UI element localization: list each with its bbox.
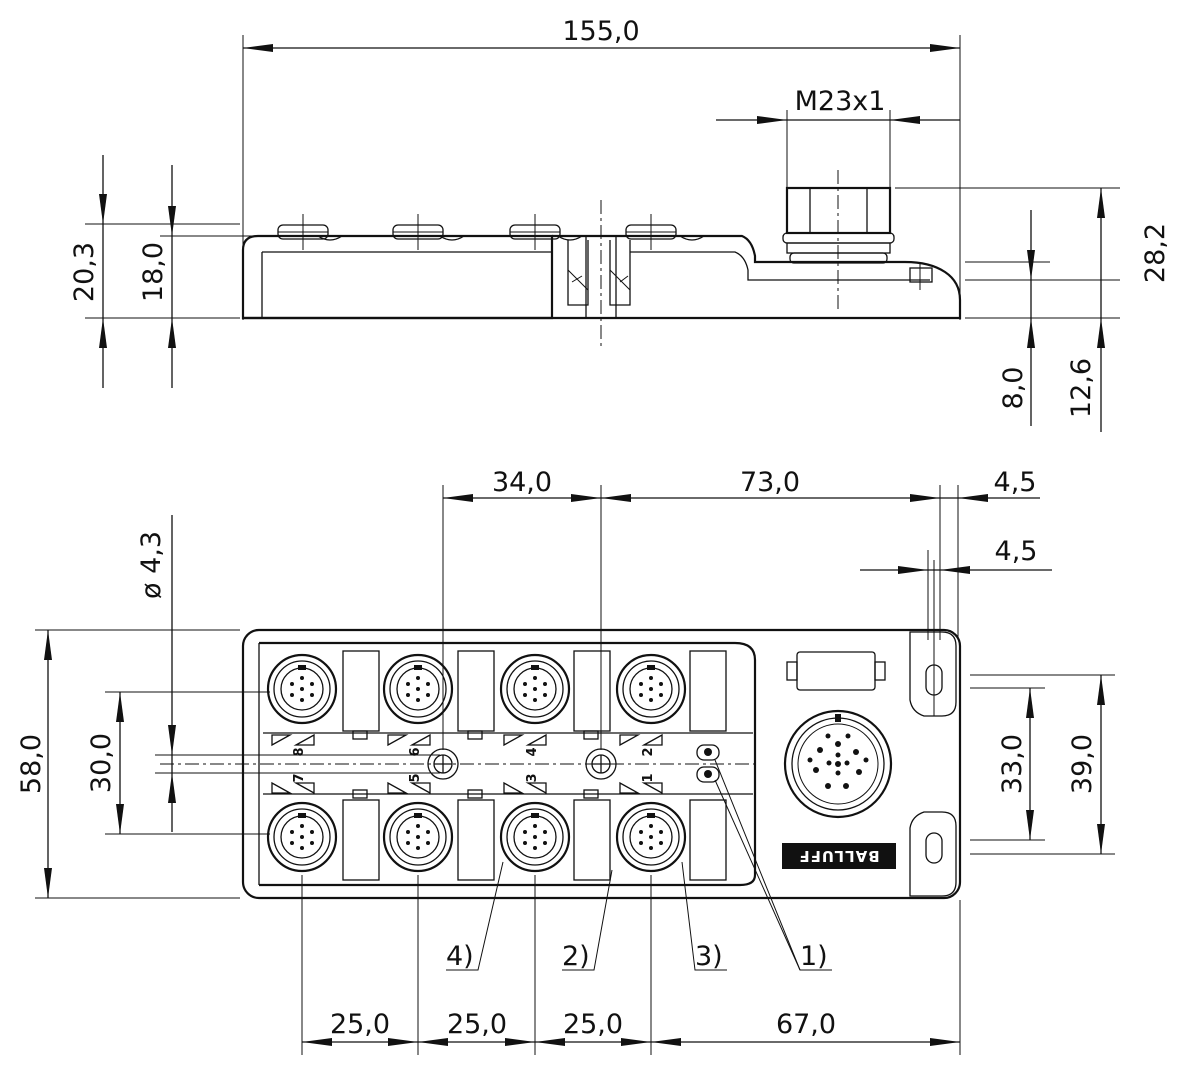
side-view-nut-2 — [392, 213, 444, 251]
label-slot — [796, 651, 876, 691]
port-number-1: 1 — [641, 773, 656, 782]
callouts: 4) 2) 3) 1) — [446, 759, 832, 972]
dim-thread: M23x1 — [716, 86, 960, 188]
dim-pitch-b-label: 25,0 — [447, 1009, 507, 1040]
dim-connector-height-label: 28,2 — [1140, 223, 1171, 283]
dim-flange-to-connector-label: 12,6 — [1066, 358, 1097, 418]
port-number-7: 7 — [292, 773, 307, 782]
side-view-nut-1 — [277, 213, 329, 251]
mounting-hole-bottom — [909, 811, 957, 897]
front-view: 8 6 4 2 7 5 3 1 — [16, 467, 1115, 1055]
dim-pitch-c-label: 25,0 — [563, 1009, 623, 1040]
dim-hole-offset-b-label: 4,5 — [995, 536, 1038, 567]
callout-2: 2) — [562, 941, 590, 972]
port-4 — [499, 653, 571, 725]
dim-hole-diameter: ø 4,3 — [136, 515, 440, 832]
dim-hole-diameter-label: ø 4,3 — [136, 531, 167, 599]
port-3 — [499, 801, 571, 873]
dim-pitch-a-label: 25,0 — [330, 1009, 390, 1040]
dim-total-height-label: 20,3 — [69, 242, 100, 302]
dim-flange-height-label: 8,0 — [998, 367, 1029, 410]
port-number-6: 6 — [408, 747, 423, 756]
dim-hole-spacing-inner-label: 33,0 — [997, 734, 1028, 794]
dim-thread-label: M23x1 — [795, 86, 886, 117]
port-number-8: 8 — [292, 747, 307, 756]
dim-bottom-pitches: 25,0 25,0 25,0 67,0 — [301, 875, 961, 1055]
m23-connector-front — [783, 709, 893, 819]
port-2 — [615, 653, 687, 725]
callout-4: 4) — [446, 941, 474, 972]
dim-body-height-label: 18,0 — [138, 242, 169, 302]
port-number-5: 5 — [408, 773, 423, 782]
port-number-4: 4 — [525, 747, 540, 756]
dim-hole-spacing: 33,0 39,0 — [970, 674, 1115, 855]
dim-hole-offset-a-label: 4,5 — [994, 467, 1037, 498]
dim-port-row-spacing-label: 30,0 — [86, 733, 117, 793]
port-number-3: 3 — [525, 773, 540, 782]
dim-hole-offset-b: 4,5 — [860, 536, 1052, 640]
status-led — [696, 744, 720, 783]
side-view-housing — [241, 234, 554, 320]
side-view: 155,0 M23x1 20,3 18,0 — [69, 16, 1171, 432]
dim-hole-spacing-outer-label: 39,0 — [1067, 734, 1098, 794]
port-5 — [382, 801, 454, 873]
dim-heights-right: 28,2 8,0 12,6 — [895, 187, 1171, 432]
m23-connector-side — [782, 170, 895, 310]
port-1 — [615, 801, 687, 873]
dim-overall-length-label: 155,0 — [562, 16, 639, 47]
brand-logo-text: BALLUFF — [798, 847, 879, 865]
port-8 — [266, 653, 338, 725]
dim-overall-width: 58,0 — [16, 629, 240, 899]
port-7 — [266, 801, 338, 873]
callout-1: 1) — [800, 941, 828, 972]
dim-heights-left: 20,3 18,0 — [69, 155, 252, 388]
callout-3: 3) — [695, 941, 723, 972]
side-view-nut-4 — [625, 213, 677, 251]
mounting-hole-top — [909, 560, 957, 717]
port-6 — [382, 653, 454, 725]
dim-center-to-hole-label: 73,0 — [740, 467, 800, 498]
dim-last-port-to-end-label: 67,0 — [776, 1009, 836, 1040]
port-number-2: 2 — [641, 747, 656, 756]
dim-overall-width-label: 58,0 — [16, 734, 47, 794]
dim-port-row-spacing: 30,0 — [86, 691, 270, 835]
port-numbers: 8 6 4 2 7 5 3 1 — [292, 747, 656, 782]
dim-overall-length: 155,0 — [242, 16, 961, 320]
dim-port-to-center-label: 34,0 — [492, 467, 552, 498]
brand-logo: BALLUFF — [782, 843, 896, 869]
dim-horizontal-top: 34,0 73,0 4,5 — [442, 467, 1040, 750]
